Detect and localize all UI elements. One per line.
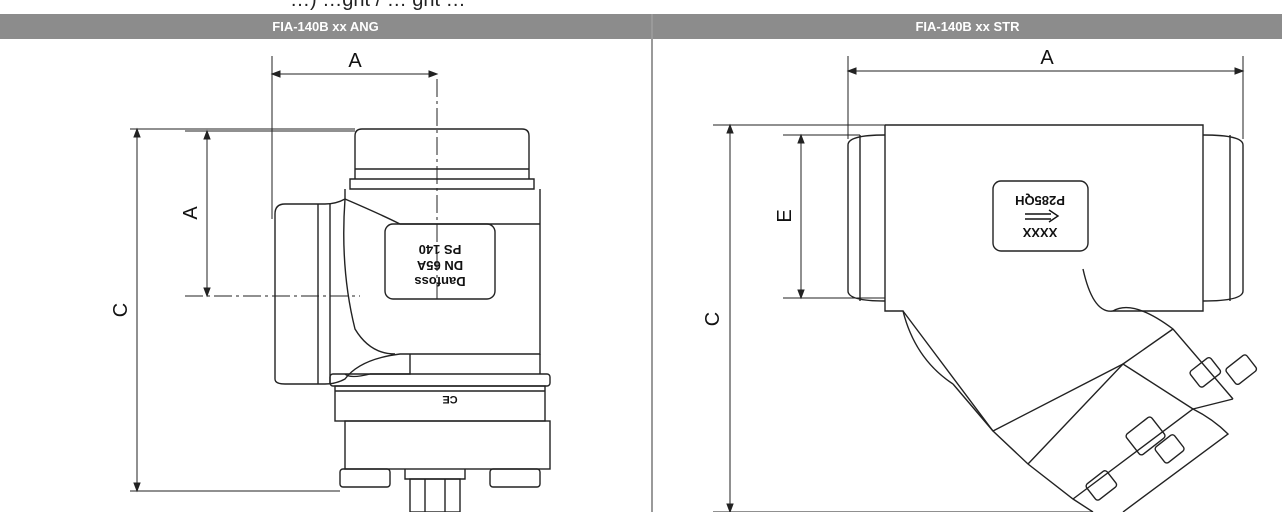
ang-nameplate bbox=[384, 223, 496, 300]
ce-mark: CE bbox=[442, 393, 457, 405]
header-str: FIA-140B xx STR bbox=[653, 14, 1282, 39]
str-valve-drawing: XXXX P285QH A E C bbox=[702, 47, 1258, 514]
column-divider bbox=[651, 14, 653, 512]
str-dim-a: A bbox=[1040, 47, 1054, 69]
top-cutoff-text: …) …ght / … ght … bbox=[0, 0, 1282, 14]
svg-text:PS 140: PS 140 bbox=[419, 242, 462, 257]
ang-dim-a-top: A bbox=[348, 50, 362, 72]
ang-dim-a-vertical: A bbox=[180, 206, 202, 220]
header-ang: FIA-140B xx ANG bbox=[0, 14, 651, 39]
ang-dim-c: C bbox=[110, 303, 132, 317]
str-nameplate bbox=[992, 180, 1089, 252]
panel-str-drawing: XXXX P285QH A E C bbox=[653, 39, 1282, 514]
svg-text:P285QH: P285QH bbox=[1015, 193, 1065, 208]
svg-text:XXXX: XXXX bbox=[1022, 225, 1057, 240]
ang-nameplate-text: Danfoss DN 65A PS 140 bbox=[414, 242, 465, 289]
str-valve-outline bbox=[847, 124, 1258, 513]
svg-text:DN 65A: DN 65A bbox=[416, 258, 463, 273]
str-dim-e: E bbox=[774, 209, 796, 222]
str-dim-c: C bbox=[702, 312, 724, 326]
svg-text:Danfoss: Danfoss bbox=[414, 274, 465, 289]
ang-valve-outline bbox=[274, 128, 551, 513]
ang-centerlines bbox=[185, 79, 438, 299]
ang-dimensions bbox=[130, 56, 439, 493]
cutoff-text: …) …ght / … ght … bbox=[290, 0, 466, 11]
ang-valve-drawing: Danfoss DN 65A PS 140 CE A A C bbox=[110, 50, 551, 513]
panel-ang-drawing: Danfoss DN 65A PS 140 CE A A C bbox=[0, 39, 651, 513]
table-header-row: FIA-140B xx ANG FIA-140B xx STR bbox=[0, 14, 1282, 39]
str-nameplate-text: XXXX P285QH bbox=[1015, 193, 1065, 240]
flow-arrow-icon bbox=[1025, 209, 1060, 223]
str-dimensions bbox=[713, 56, 1245, 514]
